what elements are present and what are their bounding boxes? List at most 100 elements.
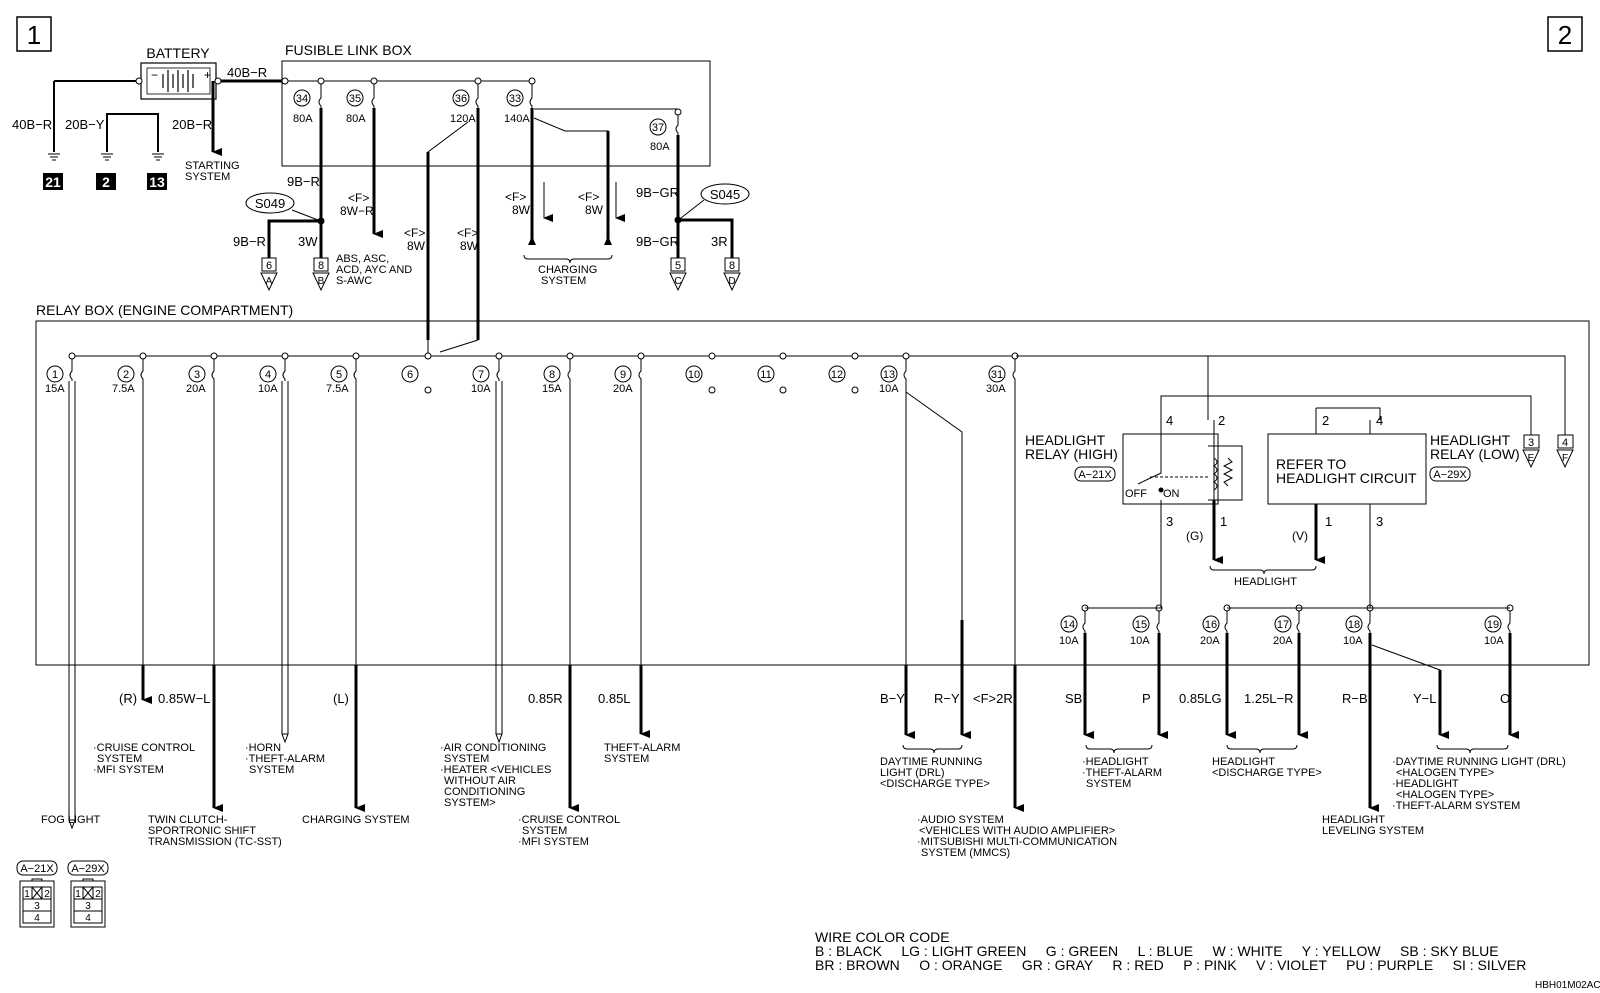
svg-text:HEADLIGHT: HEADLIGHT: [1212, 756, 1275, 768]
link-33-rating: 140A: [504, 113, 530, 125]
splice-s045: S045: [700, 183, 750, 205]
svg-text:3: 3: [85, 901, 91, 912]
svg-text:SYSTEM>: SYSTEM>: [444, 797, 496, 809]
svg-text:R−B: R−B: [1342, 691, 1368, 706]
svg-text:TWIN CLUTCH-: TWIN CLUTCH-: [148, 814, 228, 826]
svg-text:FOG LIGHT: FOG LIGHT: [41, 814, 101, 826]
svg-text:+: +: [204, 68, 211, 82]
fuse-rating: 10A: [1059, 635, 1079, 647]
fuse-number: 19: [1487, 619, 1499, 631]
svg-text:2: 2: [102, 174, 110, 190]
svg-text:REFER TO: REFER TO: [1276, 456, 1346, 472]
connector-a: 6 A: [260, 257, 278, 292]
fuse-number: 14: [1063, 619, 1075, 631]
svg-text:SYSTEM: SYSTEM: [522, 825, 567, 837]
svg-text:<DISCHARGE TYPE>: <DISCHARGE TYPE>: [1212, 767, 1322, 779]
svg-text:2: 2: [1218, 413, 1225, 428]
fuse-number: 6: [407, 369, 413, 381]
figure-code: HBH01M02AC: [1535, 980, 1600, 991]
link-36-num: 36: [455, 93, 467, 105]
svg-text:ON: ON: [1163, 488, 1180, 500]
fuse-11: 11: [757, 352, 787, 394]
svg-text:<DISCHARGE TYPE>: <DISCHARGE TYPE>: [880, 778, 990, 790]
fuse-number: 18: [1348, 619, 1360, 631]
svg-text:(L): (L): [333, 691, 349, 706]
svg-text:A: A: [266, 276, 273, 287]
abs-label-3: S-AWC: [336, 275, 372, 287]
fuse-rating: 10A: [258, 383, 278, 395]
svg-text:1: 1: [1220, 514, 1227, 529]
fuse-number: 3: [194, 369, 200, 381]
svg-text:4: 4: [1166, 413, 1173, 428]
svg-text:0.85L: 0.85L: [598, 691, 631, 706]
link-34-num: 34: [296, 93, 308, 105]
link-35-num: 35: [349, 93, 361, 105]
fuse-number: 4: [265, 369, 271, 381]
fuse-number: 5: [336, 369, 342, 381]
fuse-rating: 30A: [986, 383, 1006, 395]
svg-text:<HALOGEN TYPE>: <HALOGEN TYPE>: [1396, 767, 1494, 779]
svg-text:4: 4: [1376, 413, 1383, 428]
fuse-2: 27.5A: [112, 352, 152, 704]
connector-d: 8 D: [723, 257, 741, 292]
svg-text:1: 1: [1325, 514, 1332, 529]
svg-text:SYSTEM: SYSTEM: [1086, 778, 1131, 790]
svg-text:−: −: [151, 68, 158, 82]
svg-text:3: 3: [1528, 437, 1534, 449]
page-mark-left: 1: [16, 16, 52, 52]
link-34-rating: 80A: [293, 113, 313, 125]
svg-text:·HEATER <VEHICLES: ·HEATER <VEHICLES: [440, 764, 551, 776]
link-37-num: 37: [652, 122, 664, 134]
charging-label-2: SYSTEM: [541, 275, 586, 287]
fuse-number: 10: [688, 369, 700, 381]
svg-text:4: 4: [85, 913, 91, 924]
wire-9br-b: 9B−R: [233, 234, 266, 249]
svg-text:2: 2: [95, 889, 101, 900]
wire-f8wr: 8W−R: [340, 204, 374, 218]
svg-text:CONDITIONING: CONDITIONING: [444, 786, 525, 798]
svg-text:2: 2: [44, 889, 50, 900]
svg-text:0.85W−L: 0.85W−L: [158, 691, 210, 706]
connector-e: 3 E: [1522, 434, 1540, 469]
svg-text:6: 6: [266, 260, 272, 272]
svg-text:FUSIBLE LINK BOX: FUSIBLE LINK BOX: [285, 42, 412, 58]
fuse-number: 31: [991, 369, 1003, 381]
svg-text:2: 2: [1322, 413, 1329, 428]
svg-text:·MFI SYSTEM: ·MFI SYSTEM: [518, 836, 589, 848]
wire-f8wr-tag: <F>: [348, 191, 369, 205]
svg-text:4: 4: [34, 913, 40, 924]
svg-text:·CRUISE CONTROL: ·CRUISE CONTROL: [518, 814, 620, 826]
svg-text:SYSTEM: SYSTEM: [97, 753, 142, 765]
svg-text:HEADLIGHT CIRCUIT: HEADLIGHT CIRCUIT: [1276, 470, 1417, 486]
svg-text:·MFI SYSTEM: ·MFI SYSTEM: [93, 764, 164, 776]
svg-text:HEADLIGHT: HEADLIGHT: [1430, 432, 1511, 448]
svg-text:Y−L: Y−L: [1413, 691, 1437, 706]
svg-text:C: C: [674, 276, 681, 287]
svg-text:<VEHICLES WITH AUDIO AMPLIFIER: <VEHICLES WITH AUDIO AMPLIFIER>: [919, 825, 1115, 837]
svg-text:·AIR CONDITIONING: ·AIR CONDITIONING: [440, 742, 546, 754]
ground-wire-1: 40B−R: [12, 117, 52, 132]
svg-text:THEFT-ALARM: THEFT-ALARM: [604, 742, 680, 754]
fuse-rating: 20A: [186, 383, 206, 395]
connector-b: 8 B: [312, 257, 330, 292]
svg-text:TRANSMISSION (TC-SST): TRANSMISSION (TC-SST): [148, 836, 282, 848]
destination-braces: [902, 744, 1509, 754]
svg-text:A−21X: A−21X: [20, 863, 54, 875]
fuse-rating: 10A: [879, 383, 899, 395]
wire-f8w-c-tag: <F>: [505, 190, 526, 204]
wire-f8w-a-tag: <F>: [404, 226, 425, 240]
svg-text:4: 4: [1562, 437, 1568, 449]
svg-text:BATTERY: BATTERY: [146, 45, 210, 61]
relay-g-label: (G): [1186, 529, 1203, 543]
svg-text:DAYTIME RUNNING: DAYTIME RUNNING: [880, 756, 982, 768]
fuse-5: 57.5A: [326, 352, 365, 812]
svg-text:·THEFT-ALARM: ·THEFT-ALARM: [1082, 767, 1162, 779]
fuse-rating: 20A: [1200, 635, 1220, 647]
svg-text:(R): (R): [119, 691, 137, 706]
svg-text:SYSTEM: SYSTEM: [604, 753, 649, 765]
fuse-rating: 7.5A: [112, 383, 135, 395]
